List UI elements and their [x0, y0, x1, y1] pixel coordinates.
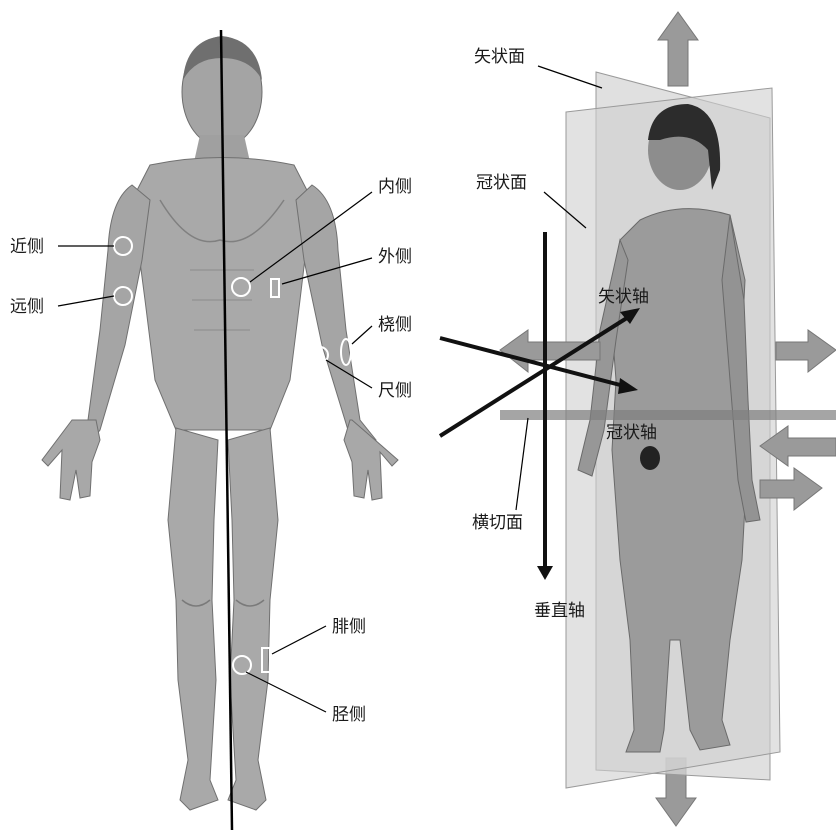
hand-right [42, 420, 100, 500]
right-planes-figure: 矢状面 冠状面 矢状轴 冠状轴 横切面 垂直轴 [440, 12, 836, 826]
label-tibial: 胫侧 [332, 705, 366, 725]
transverse-plane [500, 410, 836, 420]
leader-fibular [272, 626, 326, 654]
label-proximal: 近侧 [10, 237, 44, 257]
leader-radial [352, 326, 372, 344]
label-transverse-plane: 横切面 [472, 513, 523, 533]
hand-left [344, 420, 398, 500]
label-lateral: 外侧 [378, 247, 412, 267]
label-coronal-plane: 冠状面 [476, 173, 527, 193]
arm-right-side-of-body [72, 185, 150, 448]
label-distal: 远侧 [10, 297, 44, 317]
left-anatomical-figure: 近侧 远侧 内侧 外侧 桡侧 尺侧 腓侧 胫侧 [10, 30, 412, 830]
leg-right [168, 428, 218, 810]
leg-left [228, 428, 278, 810]
label-sagittal-axis: 矢状轴 [598, 287, 649, 307]
label-medial: 内侧 [378, 177, 412, 197]
figure-pubic [640, 446, 660, 470]
label-vertical-axis: 垂直轴 [534, 601, 585, 621]
arm-left-side-of-body [296, 185, 376, 448]
label-radial: 桡侧 [378, 315, 412, 335]
right-gray-arrow-upper [776, 330, 836, 372]
label-sagittal-plane: 矢状面 [474, 47, 525, 67]
leader-transverse-plane [516, 418, 528, 510]
leader-sagittal-plane [538, 66, 602, 88]
label-fibular: 腓侧 [332, 617, 366, 637]
label-ulnar: 尺侧 [378, 381, 412, 401]
label-coronal-axis: 冠状轴 [606, 423, 657, 443]
up-arrow [658, 12, 698, 86]
vertical-axis-arrowhead [537, 566, 553, 580]
torso [132, 158, 312, 431]
